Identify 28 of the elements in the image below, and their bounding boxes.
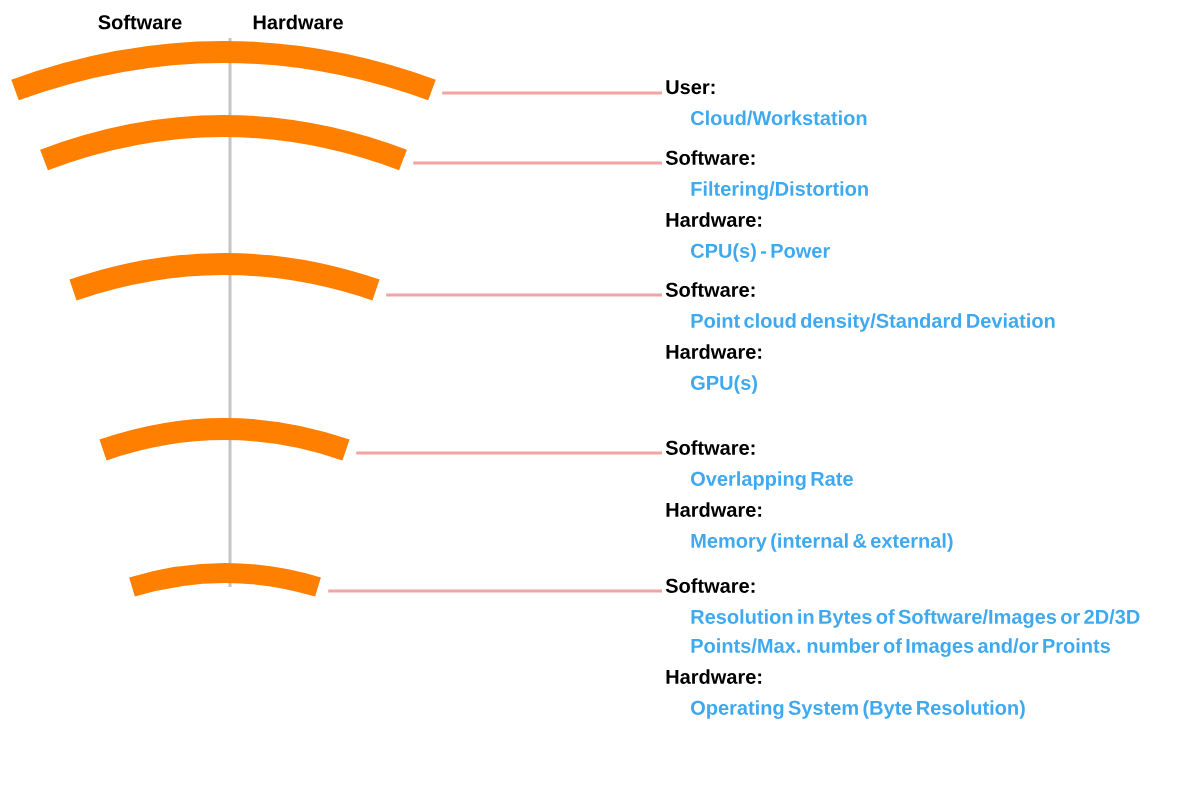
category-label: Software:	[665, 150, 755, 165]
value-text: Overlapping Rate	[691, 471, 853, 490]
value-text: Cloud/Workstation	[691, 110, 867, 126]
leader-line	[356, 451, 662, 455]
category-label: User:	[666, 80, 715, 95]
leader-line	[413, 161, 662, 165]
category-label: Software:	[665, 440, 755, 455]
value-text: Memory (internal & external)	[691, 533, 953, 552]
value-text: Point cloud density/Standard Deviation	[691, 313, 1055, 332]
category-label: Software:	[665, 282, 755, 297]
leader-line	[328, 589, 662, 593]
value-text: Resolution in Bytes of Software/Images or 2D/3D Points/Max. number of Images and/or Proints	[691, 609, 1140, 657]
category-label: Software:	[665, 578, 755, 593]
arc-band	[99, 418, 350, 461]
leader-line	[442, 91, 662, 95]
category-label: Hardware:	[666, 344, 762, 359]
category-label: Hardware:	[666, 212, 762, 227]
category-label: Hardware:	[666, 502, 762, 517]
value-text: CPU(s) - Power	[691, 243, 830, 262]
arc-band	[69, 253, 380, 301]
value-text: Operating System (Byte Resolution)	[691, 700, 1025, 719]
leader-line	[386, 293, 662, 297]
arc-band	[129, 563, 321, 597]
value-text: Filtering/Distortion	[691, 181, 868, 200]
arc-band	[40, 115, 407, 171]
value-text: GPU(s)	[691, 375, 757, 394]
arc-band	[11, 41, 436, 101]
category-label: Hardware:	[666, 669, 762, 684]
